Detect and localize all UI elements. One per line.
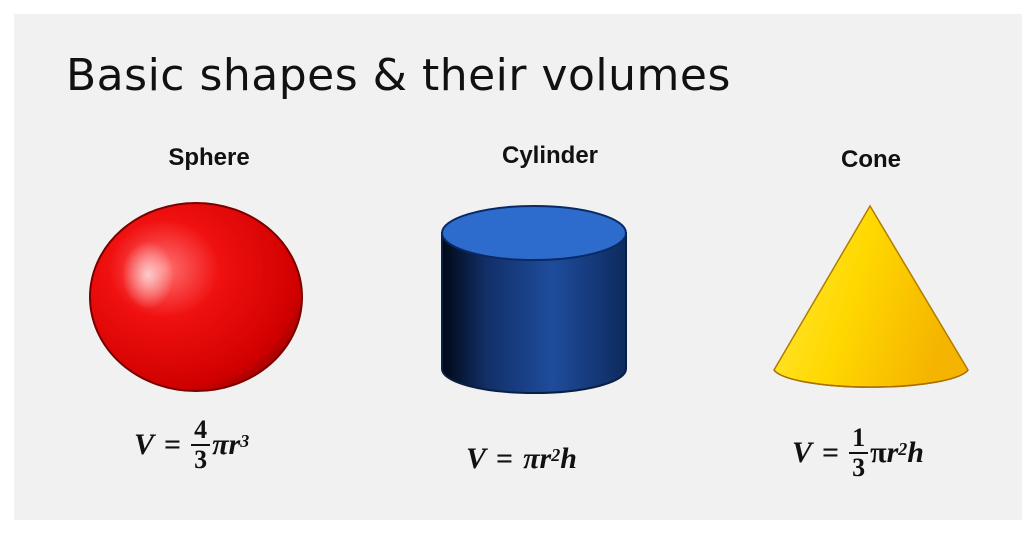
formula-fraction: 1 3 <box>849 423 869 482</box>
formula-lhs: V <box>792 436 813 469</box>
formula-height-var: h <box>907 436 924 469</box>
formula-pi: π <box>212 428 229 461</box>
sphere-label: Sphere <box>168 144 250 171</box>
cone-label: Cone <box>841 146 901 173</box>
sphere-formula: V = 4 3 π r 3 <box>134 416 249 474</box>
formula-var: r <box>539 442 552 475</box>
formula-equals: = <box>822 436 840 469</box>
formula-height-var: h <box>560 442 577 475</box>
fraction-denominator: 3 <box>852 453 866 482</box>
fraction-numerator: 4 <box>194 415 208 444</box>
formula-power: 2 <box>898 438 908 459</box>
cylinder-formula: V = π r 2 h <box>466 442 577 476</box>
sphere-shape <box>89 202 303 392</box>
formula-power: 2 <box>551 444 561 465</box>
fraction-bar <box>191 444 211 446</box>
cone-formula: V = 1 3 π r 2 h <box>792 424 924 482</box>
slide: Basic shapes & their volumes Sphere V = … <box>14 14 1022 520</box>
cylinder-shape <box>441 205 627 394</box>
formula-lhs: V <box>466 442 487 475</box>
cone-shape <box>773 204 969 388</box>
formula-fraction: 4 3 <box>191 415 211 474</box>
slide-title: Basic shapes & their volumes <box>66 50 731 101</box>
formula-lhs: V <box>134 428 155 461</box>
fraction-denominator: 3 <box>194 445 208 474</box>
formula-pi: π <box>870 436 887 469</box>
cylinder-label: Cylinder <box>501 142 599 169</box>
formula-equals: = <box>496 442 514 475</box>
fraction-bar <box>849 452 869 454</box>
fraction-numerator: 1 <box>852 423 866 452</box>
formula-equals: = <box>164 428 182 461</box>
formula-var: r <box>886 436 899 469</box>
formula-power: 3 <box>240 430 250 451</box>
formula-pi: π <box>523 442 540 475</box>
formula-var: r <box>228 428 241 461</box>
